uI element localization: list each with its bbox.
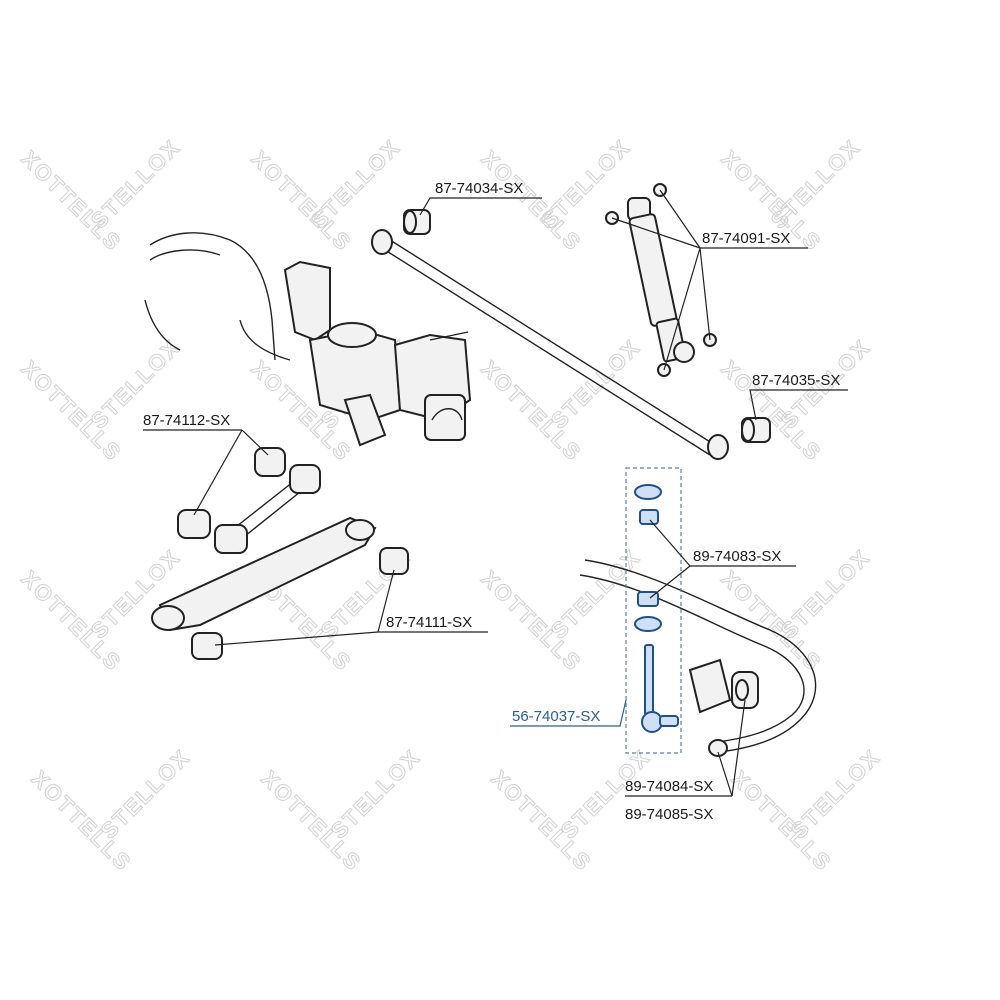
label-89-74085: 89-74085-SX bbox=[625, 806, 713, 823]
leader-lines bbox=[143, 189, 848, 797]
label-87-74034: 87-74034-SX bbox=[435, 180, 523, 197]
label-89-74084: 89-74084-SX bbox=[625, 778, 713, 795]
bushing-87-74035 bbox=[741, 417, 771, 443]
lateral-rod bbox=[371, 229, 729, 460]
part-labels: 87-74034-SX 87-74091-SX 87-74035-SX 87-7… bbox=[143, 180, 840, 823]
bushing-87-74034 bbox=[403, 209, 431, 235]
label-87-74091: 87-74091-SX bbox=[702, 230, 790, 247]
watermark-text: STELLOX bbox=[546, 544, 645, 643]
label-87-74035: 87-74035-SX bbox=[752, 372, 840, 389]
lower-control-arm bbox=[151, 516, 409, 660]
upper-control-arm bbox=[177, 447, 321, 554]
label-56-74037: 56-74037-SX bbox=[512, 708, 600, 725]
label-89-74083: 89-74083-SX bbox=[693, 548, 781, 565]
stabilizer-bracket bbox=[688, 658, 759, 714]
stabilizer-link-kit bbox=[625, 467, 682, 754]
watermark-text: STELLOX bbox=[96, 744, 195, 843]
axle-housing bbox=[144, 232, 472, 447]
label-87-74111: 87-74111-SX bbox=[386, 614, 472, 631]
watermark-text: STELLOX bbox=[546, 334, 645, 433]
watermark-text: STELLOX bbox=[326, 744, 425, 843]
label-87-74112: 87-74112-SX bbox=[143, 412, 230, 429]
